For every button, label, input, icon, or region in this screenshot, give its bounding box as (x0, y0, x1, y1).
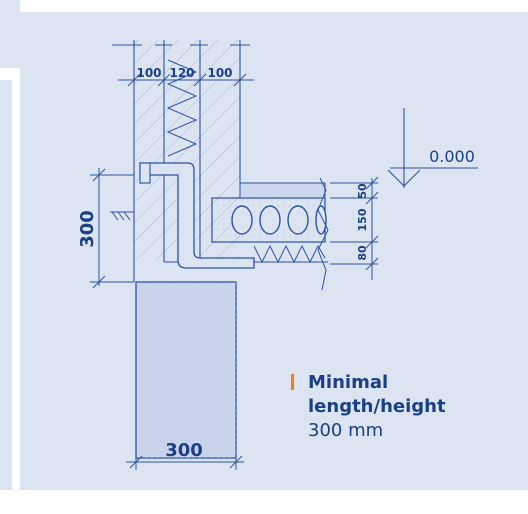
level-label: 0.000 (429, 147, 475, 166)
width-dimension-label: 300 (165, 440, 203, 461)
layer-width-dimension (118, 73, 254, 87)
slab-layer-1: 50 (356, 183, 369, 199)
level-marker (387, 108, 478, 188)
width-dimension (126, 454, 244, 470)
left-strip-top (0, 0, 20, 68)
layer-width-2: 120 (169, 66, 194, 80)
height-dimension (90, 168, 134, 289)
slab-layer-dimension (330, 176, 379, 280)
caption-accent-bar (291, 374, 294, 390)
slab-layer-3: 80 (356, 245, 369, 261)
height-dimension-label: 300 (77, 210, 98, 248)
left-strip (0, 80, 12, 490)
slab-layer-2: 150 (356, 208, 369, 231)
slab-voids (231, 205, 327, 235)
caption-title-line2: length/height (308, 396, 446, 417)
caption-block: Minimal length/height 300 mm (291, 371, 446, 443)
caption-title-line1: Minimal (308, 372, 389, 393)
layer-width-3: 100 (207, 66, 232, 80)
ground-level-hatch (110, 211, 134, 221)
floor-screed (239, 182, 326, 199)
caption-value: 300 mm (308, 420, 384, 441)
slab-insulation-zigzag (253, 244, 326, 264)
insulation-zigzag (166, 59, 198, 157)
layer-width-1: 100 (136, 66, 161, 80)
damp-proof-membrane (139, 162, 255, 269)
wall-layer-outer (134, 40, 164, 260)
footing-texture (136, 282, 236, 458)
slab-break-line (317, 177, 329, 291)
membrane-end (139, 162, 151, 184)
panel-background (20, 12, 528, 490)
